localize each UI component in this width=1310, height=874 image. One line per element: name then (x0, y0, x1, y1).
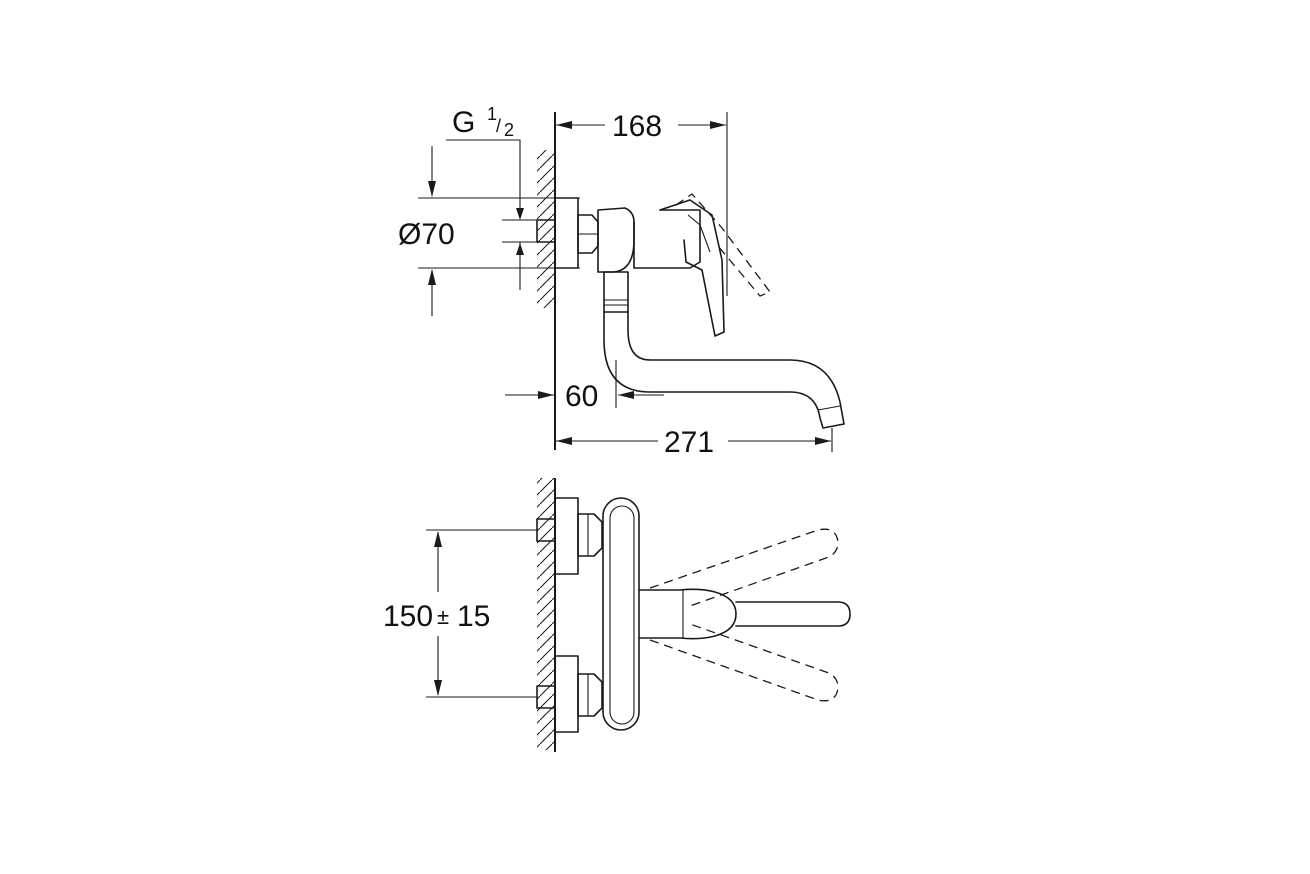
thread-fraction-num: 1 (487, 104, 497, 124)
mixer-body-front (633, 209, 701, 269)
mixer-body (597, 207, 635, 273)
dim-diameter-label: Ø70 (398, 218, 455, 251)
lever-alt-up (649, 528, 839, 607)
upper-nut (577, 513, 603, 557)
mixer-body-plan (602, 497, 640, 731)
lever-plan (638, 588, 737, 640)
rosette (554, 197, 579, 269)
inlet-stub (536, 219, 556, 243)
lower-rosette (554, 655, 579, 733)
side-view: G 1 / 2 168 Ø70 60 (398, 104, 845, 459)
dim-150-tol: 15 (457, 600, 490, 633)
lever (659, 199, 725, 337)
wall-hatch-bottom (537, 478, 555, 750)
dim-168-label: 168 (612, 110, 662, 143)
spout (603, 311, 845, 429)
thread-leader (446, 139, 521, 218)
thread-fraction-slash: / (496, 116, 501, 136)
dim-150-pm: ± (437, 604, 449, 629)
upper-rosette (554, 497, 579, 575)
thread-label: G (452, 106, 475, 139)
top-view: 150 ± 15 (383, 478, 851, 752)
lever-alt-down (649, 623, 839, 702)
lever-alt-position (675, 193, 772, 297)
dim-60-label: 60 (565, 380, 598, 413)
thread-fraction-den: 2 (504, 120, 514, 140)
lower-nut (577, 673, 603, 717)
dim-271-label: 271 (664, 426, 714, 459)
spout-connector (603, 271, 629, 313)
wall-hatch-top (537, 150, 555, 308)
dim-150-label: 150 (383, 600, 433, 633)
lever-handle-plan (735, 601, 851, 627)
